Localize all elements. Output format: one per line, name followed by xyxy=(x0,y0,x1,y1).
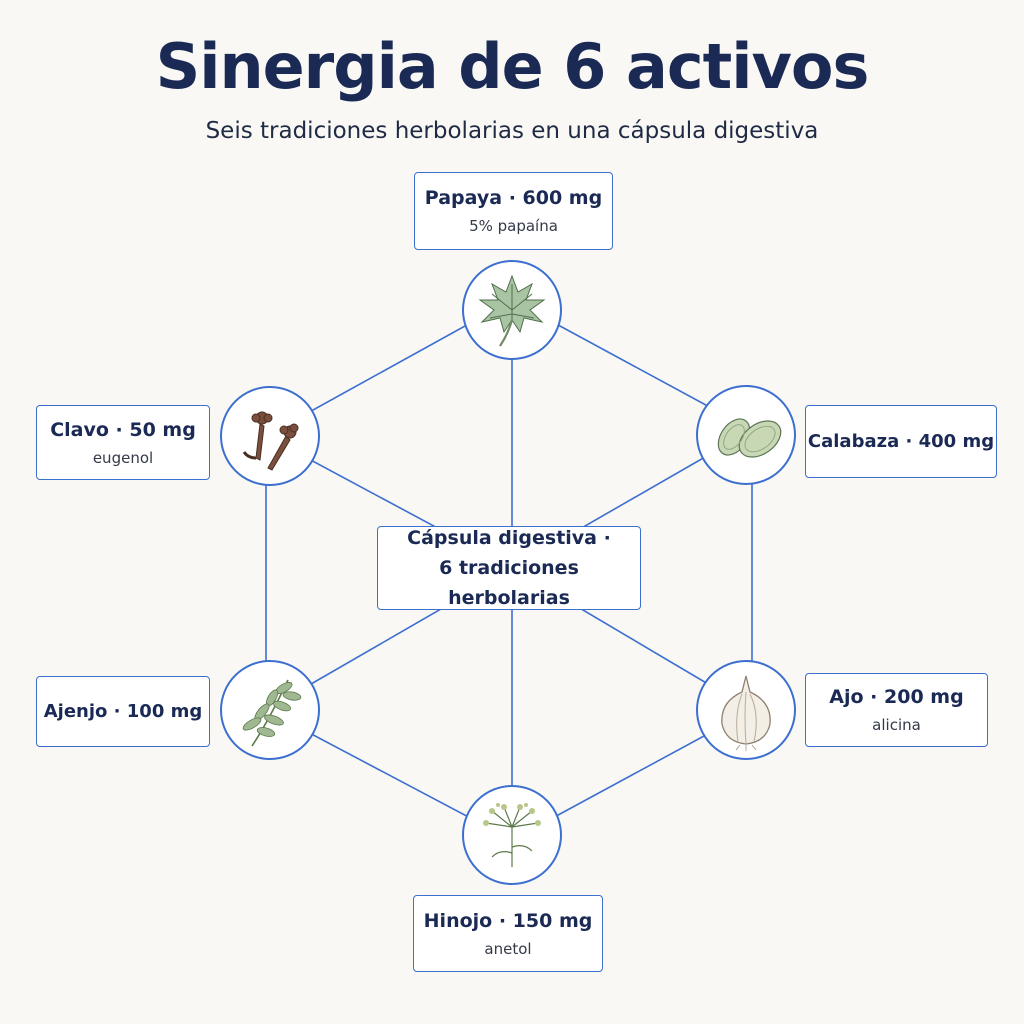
ingredient-box-ajo: Ajo · 200 mg alicina xyxy=(805,673,988,747)
wormwood-icon xyxy=(220,660,320,760)
center-line-2: 6 tradiciones herbolarias xyxy=(439,557,579,609)
ingredient-label: Hinojo · 150 mg xyxy=(423,909,593,932)
page-title: Sinergia de 6 activos xyxy=(155,30,870,103)
center-box: Cápsula digestiva · 6 tradiciones herbol… xyxy=(377,526,641,610)
papaya-leaf-icon xyxy=(462,260,562,360)
ingredient-box-clavo: Clavo · 50 mg eugenol xyxy=(36,405,210,480)
fennel-icon xyxy=(462,785,562,885)
ingredient-box-calabaza: Calabaza · 400 mg xyxy=(805,405,997,478)
ingredient-label: Ajo · 200 mg xyxy=(829,686,964,708)
ingredient-label: Clavo · 50 mg xyxy=(50,418,196,441)
clove-icon xyxy=(220,386,320,486)
ingredient-compound: eugenol xyxy=(92,448,154,467)
ingredient-label: Calabaza · 400 mg xyxy=(807,431,995,452)
page-subtitle: Seis tradiciones herbolarias en una cáps… xyxy=(205,118,819,144)
pumpkin-seeds-icon xyxy=(696,385,796,485)
ingredient-label: Papaya · 600 mg xyxy=(424,187,603,209)
ingredient-compound: 5% papaína xyxy=(469,217,558,235)
ingredient-label: Ajenjo · 100 mg xyxy=(43,701,203,722)
ingredient-box-papaya: Papaya · 600 mg 5% papaína xyxy=(414,172,613,250)
garlic-icon xyxy=(696,660,796,760)
ingredient-box-ajenjo: Ajenjo · 100 mg xyxy=(36,676,210,747)
center-line-1: Cápsula digestiva · xyxy=(407,527,611,549)
ingredient-compound: alicina xyxy=(872,716,921,734)
ingredient-box-hinojo: Hinojo · 150 mg anetol xyxy=(413,895,603,972)
ingredient-compound: anetol xyxy=(484,939,532,958)
